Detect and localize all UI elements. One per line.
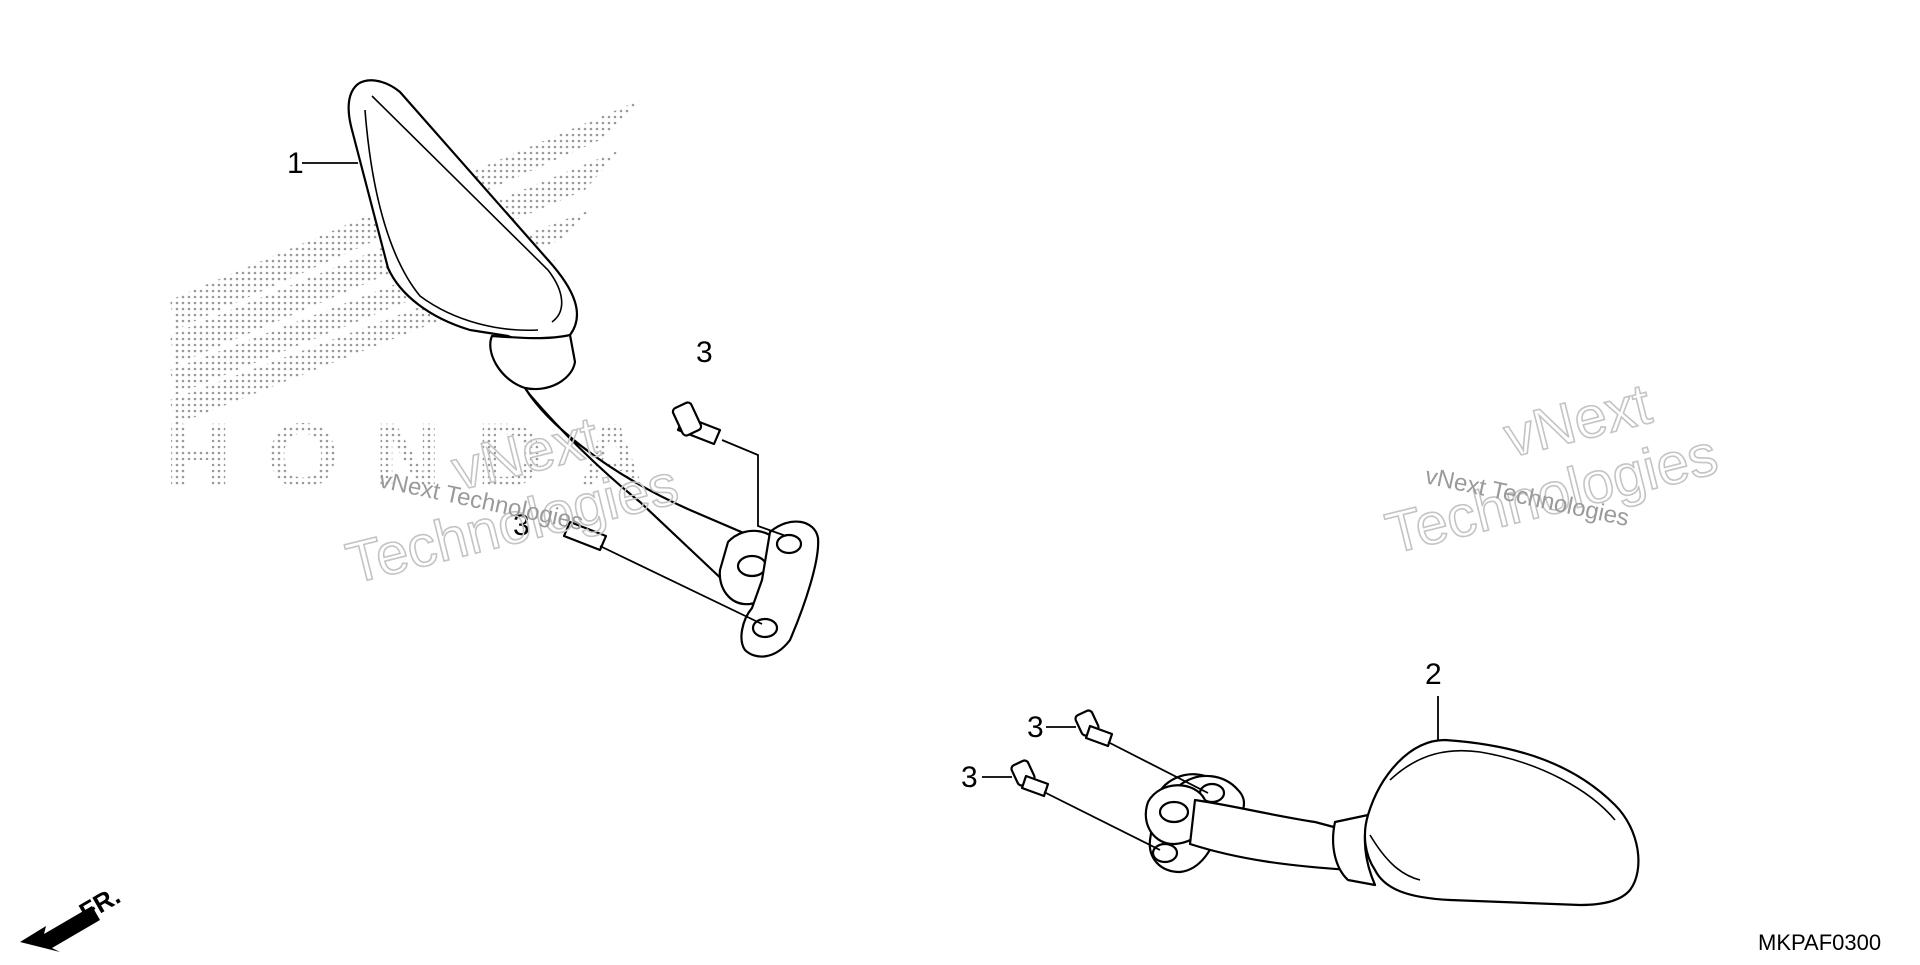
bolt-lower-right (1010, 759, 1050, 798)
callout-bolt-upper-right: 3 (1027, 711, 1044, 744)
callout-mirror-right: 2 (1425, 658, 1442, 691)
mirror-stem-right (1188, 798, 1352, 872)
callout-mirror-left: 1 (287, 147, 304, 180)
bolt-upper-left (671, 401, 722, 446)
callout-bolt-upper-left: 3 (696, 336, 713, 369)
leaders-left (302, 162, 787, 625)
front-direction-arrow-icon: FR. (20, 880, 125, 952)
callout-bolt-lower-right: 3 (961, 761, 978, 794)
watermark-right: vNext Technologies (1379, 370, 1725, 567)
callout-bolt-lower-left: 3 (513, 509, 530, 542)
bolt-lower-left (562, 520, 608, 552)
mirror-boot-left (489, 333, 577, 391)
mirror-housing-right (1363, 738, 1640, 907)
mirror-assembly-right (1144, 738, 1640, 907)
leaders-right (982, 696, 1439, 851)
bolt-upper-right (1074, 709, 1114, 748)
mirror-assembly-left (347, 79, 820, 658)
drawing-code: MKPAF0300 (1758, 930, 1881, 955)
